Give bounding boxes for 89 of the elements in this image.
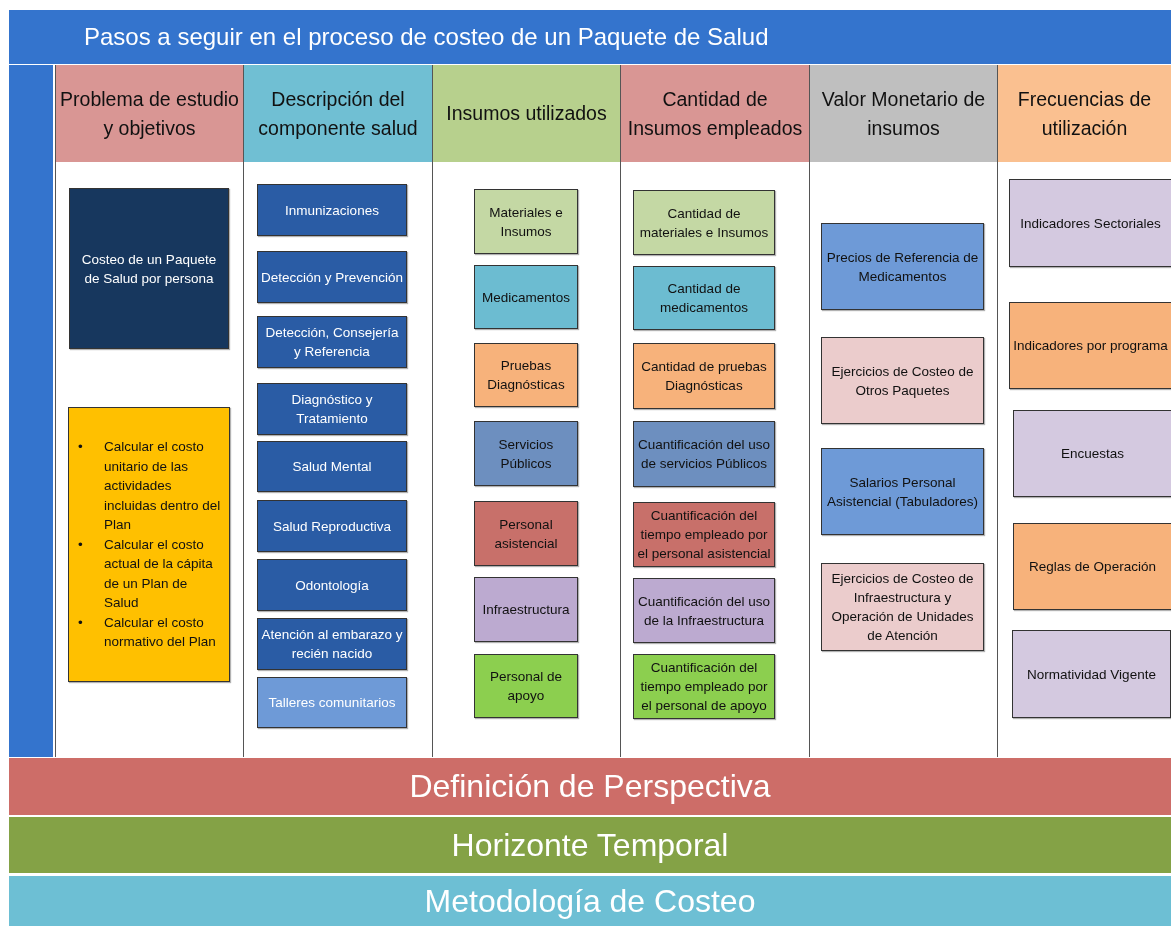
category-box bbox=[474, 343, 578, 407]
column-panel bbox=[55, 65, 243, 757]
box-label: Indicadores Sectoriales bbox=[1020, 214, 1161, 233]
bullet-item: • Calcular el costo actual de la cápita de un Plan de Salud bbox=[78, 535, 214, 613]
box-label: Materiales e Insumos bbox=[488, 203, 564, 241]
category-box bbox=[1012, 630, 1171, 718]
box-label: Ejercicios de Costeo de Otros Paquetes bbox=[830, 362, 975, 400]
box-label: Costeo de un Paquete de Salud por persona bbox=[80, 250, 218, 288]
category-box bbox=[257, 184, 407, 236]
box-label: Cantidad de materiales e Insumos bbox=[638, 204, 770, 242]
category-box bbox=[474, 501, 578, 566]
objectives-box bbox=[68, 407, 230, 682]
header-text: Cantidad de Insumos empleados bbox=[626, 86, 804, 141]
category-box bbox=[257, 383, 407, 435]
box-label: Cuantificación del uso de la Infraestructura bbox=[637, 592, 771, 630]
category-box bbox=[821, 337, 984, 424]
header-text: Valor Monetario de insumos bbox=[820, 86, 987, 141]
column-panel bbox=[809, 65, 997, 757]
box-label: Encuestas bbox=[1060, 445, 1124, 463]
box-label: Atención al embarazo y recién nacido bbox=[261, 626, 403, 663]
category-box bbox=[1013, 523, 1171, 610]
band-text: Horizonte Temporal bbox=[451, 826, 729, 864]
category-box bbox=[257, 251, 407, 303]
category-box bbox=[474, 189, 578, 254]
box-label: Detección y Prevención bbox=[261, 268, 403, 287]
category-box bbox=[474, 654, 578, 718]
category-box bbox=[257, 441, 407, 492]
category-box bbox=[257, 618, 407, 670]
box-label: Cuantificación del tiempo empleado por el personal de apoyo bbox=[639, 659, 769, 715]
box-label: Talleres comunitarios bbox=[268, 694, 396, 712]
banner-band bbox=[9, 758, 1171, 815]
column-panel bbox=[997, 65, 1171, 757]
box-label: Detección, Consejería y Referencia bbox=[264, 324, 400, 361]
box-label: Normatividad Vigente bbox=[1027, 665, 1156, 684]
header-text: Descripción del componente salud bbox=[257, 86, 419, 141]
bullet-item: • Calcular el costo unitario de las actividades incluidas dentro del Plan bbox=[78, 438, 222, 535]
box-label: Salud Reproductiva bbox=[273, 517, 391, 536]
box-label: Infraestructura bbox=[482, 601, 570, 619]
header-text: Insumos utilizados bbox=[446, 101, 607, 126]
category-box bbox=[633, 578, 775, 643]
category-box bbox=[1009, 302, 1171, 389]
category-box bbox=[821, 563, 984, 651]
category-box bbox=[633, 343, 775, 409]
box-label: Cuantificación del tiempo empleado por el personal asistencial bbox=[637, 507, 771, 563]
box-label: Pruebas Diagnósticas bbox=[486, 357, 566, 394]
title-text: Pasos a seguir en el proceso de costeo de un Paquete de Salud bbox=[84, 23, 769, 51]
category-box bbox=[69, 188, 229, 349]
category-box bbox=[633, 421, 775, 487]
category-box bbox=[474, 421, 578, 486]
category-box bbox=[257, 677, 407, 728]
category-box bbox=[633, 654, 775, 719]
column-panel bbox=[620, 65, 809, 757]
category-box bbox=[257, 316, 407, 368]
band-text: Definición de Perspectiva bbox=[409, 768, 771, 805]
category-box bbox=[821, 448, 984, 535]
category-box bbox=[1009, 179, 1171, 267]
box-label: Personal de apoyo bbox=[488, 668, 564, 705]
category-box bbox=[474, 265, 578, 329]
box-label: Medicamentos bbox=[482, 288, 570, 307]
box-label: Salarios Personal Asistencial (Tabuladores) bbox=[826, 473, 979, 511]
box-label: Reglas de Operación bbox=[1029, 558, 1156, 576]
band-text: Metodología de Costeo bbox=[424, 882, 756, 920]
category-box bbox=[821, 223, 984, 310]
banner-band bbox=[9, 817, 1171, 873]
category-box bbox=[1013, 410, 1171, 497]
box-label: Precios de Referencia de Medicamentos bbox=[825, 248, 980, 286]
side-bar bbox=[9, 65, 53, 757]
category-box bbox=[257, 500, 407, 552]
category-box bbox=[633, 266, 775, 330]
header-text: Frecuencias de utilización bbox=[1016, 86, 1153, 141]
box-label: Ejercicios de Costeo de Infraestructura y Operación de Unidades de Atención bbox=[830, 570, 975, 645]
category-box bbox=[257, 559, 407, 611]
box-label: Indicadores por programa bbox=[1013, 337, 1168, 355]
box-label: Cantidad de medicamentos bbox=[659, 280, 749, 317]
category-box bbox=[633, 190, 775, 255]
category-box bbox=[474, 577, 578, 642]
banner-band bbox=[9, 876, 1171, 926]
box-label: Odontología bbox=[295, 576, 369, 595]
box-label: Inmunizaciones bbox=[285, 201, 379, 220]
header-text: Problema de estudio y objetivos bbox=[59, 86, 240, 141]
column-panel bbox=[432, 65, 620, 757]
box-label: Personal asistencial bbox=[493, 515, 559, 553]
bullet-item: • Calcular el costo normativo del Plan bbox=[78, 613, 217, 652]
box-label: Salud Mental bbox=[292, 458, 372, 476]
box-label: Diagnóstico y Tratamiento bbox=[290, 391, 374, 428]
box-label: Cantidad de pruebas Diagnósticas bbox=[640, 358, 768, 395]
box-label: Servicios Públicos bbox=[497, 435, 555, 473]
box-label: Cuantificación del uso de servicios Públicos bbox=[637, 436, 771, 473]
column-panel bbox=[243, 65, 432, 757]
